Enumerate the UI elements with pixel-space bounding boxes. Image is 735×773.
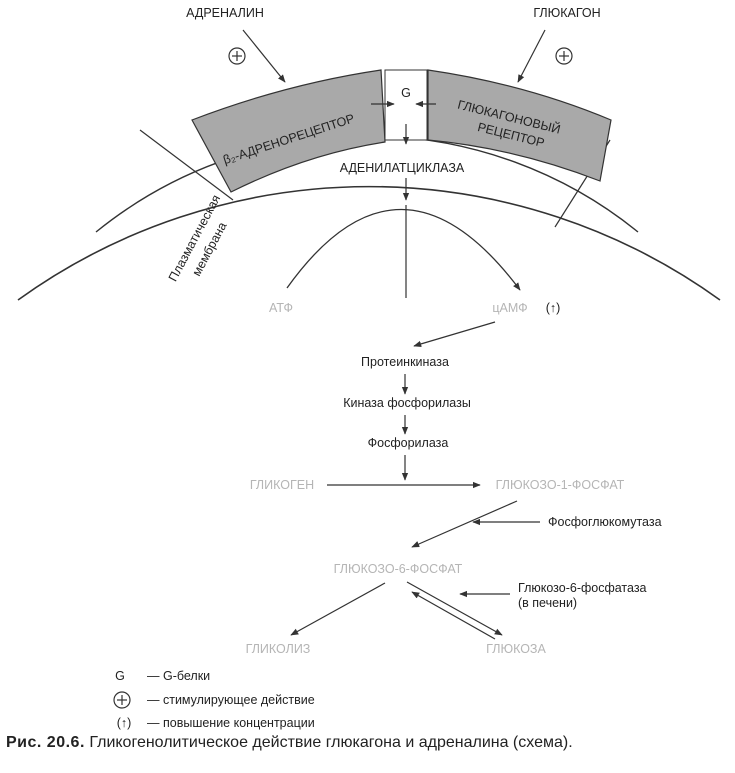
glycogen-label: ГЛИКОГЕН (250, 478, 314, 492)
g-protein-label: G (401, 86, 411, 100)
adrenaline-plus-icon (228, 47, 246, 65)
legend-plus-icon (113, 691, 131, 709)
camp-increase-icon: (↑) (546, 301, 561, 315)
arrow-atp-to-camp (286, 209, 521, 291)
legend-up-text: — повышение концентрации (147, 716, 315, 730)
g6pase-label-1: Глюкозо-6-фосфатаза (518, 581, 647, 595)
arrow-glucose-to-g6p (411, 591, 496, 640)
legend-plus-text: — стимулирующее действие (147, 693, 315, 707)
camp-label: цАМФ (492, 301, 527, 315)
legend-up-symbol: (↑) (117, 716, 132, 730)
g6pase-label-2: (в печени) (518, 596, 577, 610)
atp-label: АТФ (269, 301, 293, 315)
arrow-g1p-to-g6p (411, 500, 518, 548)
phosphorylase-label: Фосфорилаза (368, 436, 449, 450)
legend-g-text: — G-белки (147, 669, 210, 683)
protein-kinase-label: Протеинкиназа (361, 355, 449, 369)
phosphoglucomutase-label: Фосфоглюкомутаза (548, 515, 662, 529)
glucagon-receptor-block (427, 69, 612, 182)
arrow-camp-to-proteinkinase (413, 321, 496, 348)
arrow-g6p-to-glycolysis (290, 582, 386, 636)
phosphorylase-kinase-label: Киназа фосфорилазы (343, 396, 471, 410)
glucagon-plus-icon (555, 47, 573, 65)
glucagon-label: ГЛЮКАГОН (533, 6, 600, 20)
caption-text: Гликогенолитическое действие глюкагона и… (84, 734, 573, 751)
glucose-label: ГЛЮКОЗА (486, 642, 546, 656)
arrow-g6p-to-glucose (406, 581, 503, 636)
adrenaline-label: АДРЕНАЛИН (186, 6, 264, 20)
arrow-glucagon-to-receptor (517, 29, 546, 83)
membrane-outer-arc (17, 185, 721, 301)
beta2-adrenoreceptor-block (191, 69, 386, 193)
g1p-label: ГЛЮКОЗО-1-ФОСФАТ (496, 478, 625, 492)
g6p-label: ГЛЮКОЗО-6-ФОСФАТ (334, 562, 463, 576)
membrane-left-edge (139, 129, 234, 201)
glycolysis-label: ГЛИКОЛИЗ (246, 642, 311, 656)
legend-g-symbol: G (115, 669, 125, 683)
figure-caption: Рис. 20.6. Гликогенолитическое действие … (6, 734, 734, 752)
arrow-adrenaline-to-receptor (242, 29, 286, 83)
adenylate-cyclase-label: АДЕНИЛАТЦИКЛАЗА (340, 161, 465, 175)
caption-label: Рис. 20.6. (6, 734, 85, 751)
